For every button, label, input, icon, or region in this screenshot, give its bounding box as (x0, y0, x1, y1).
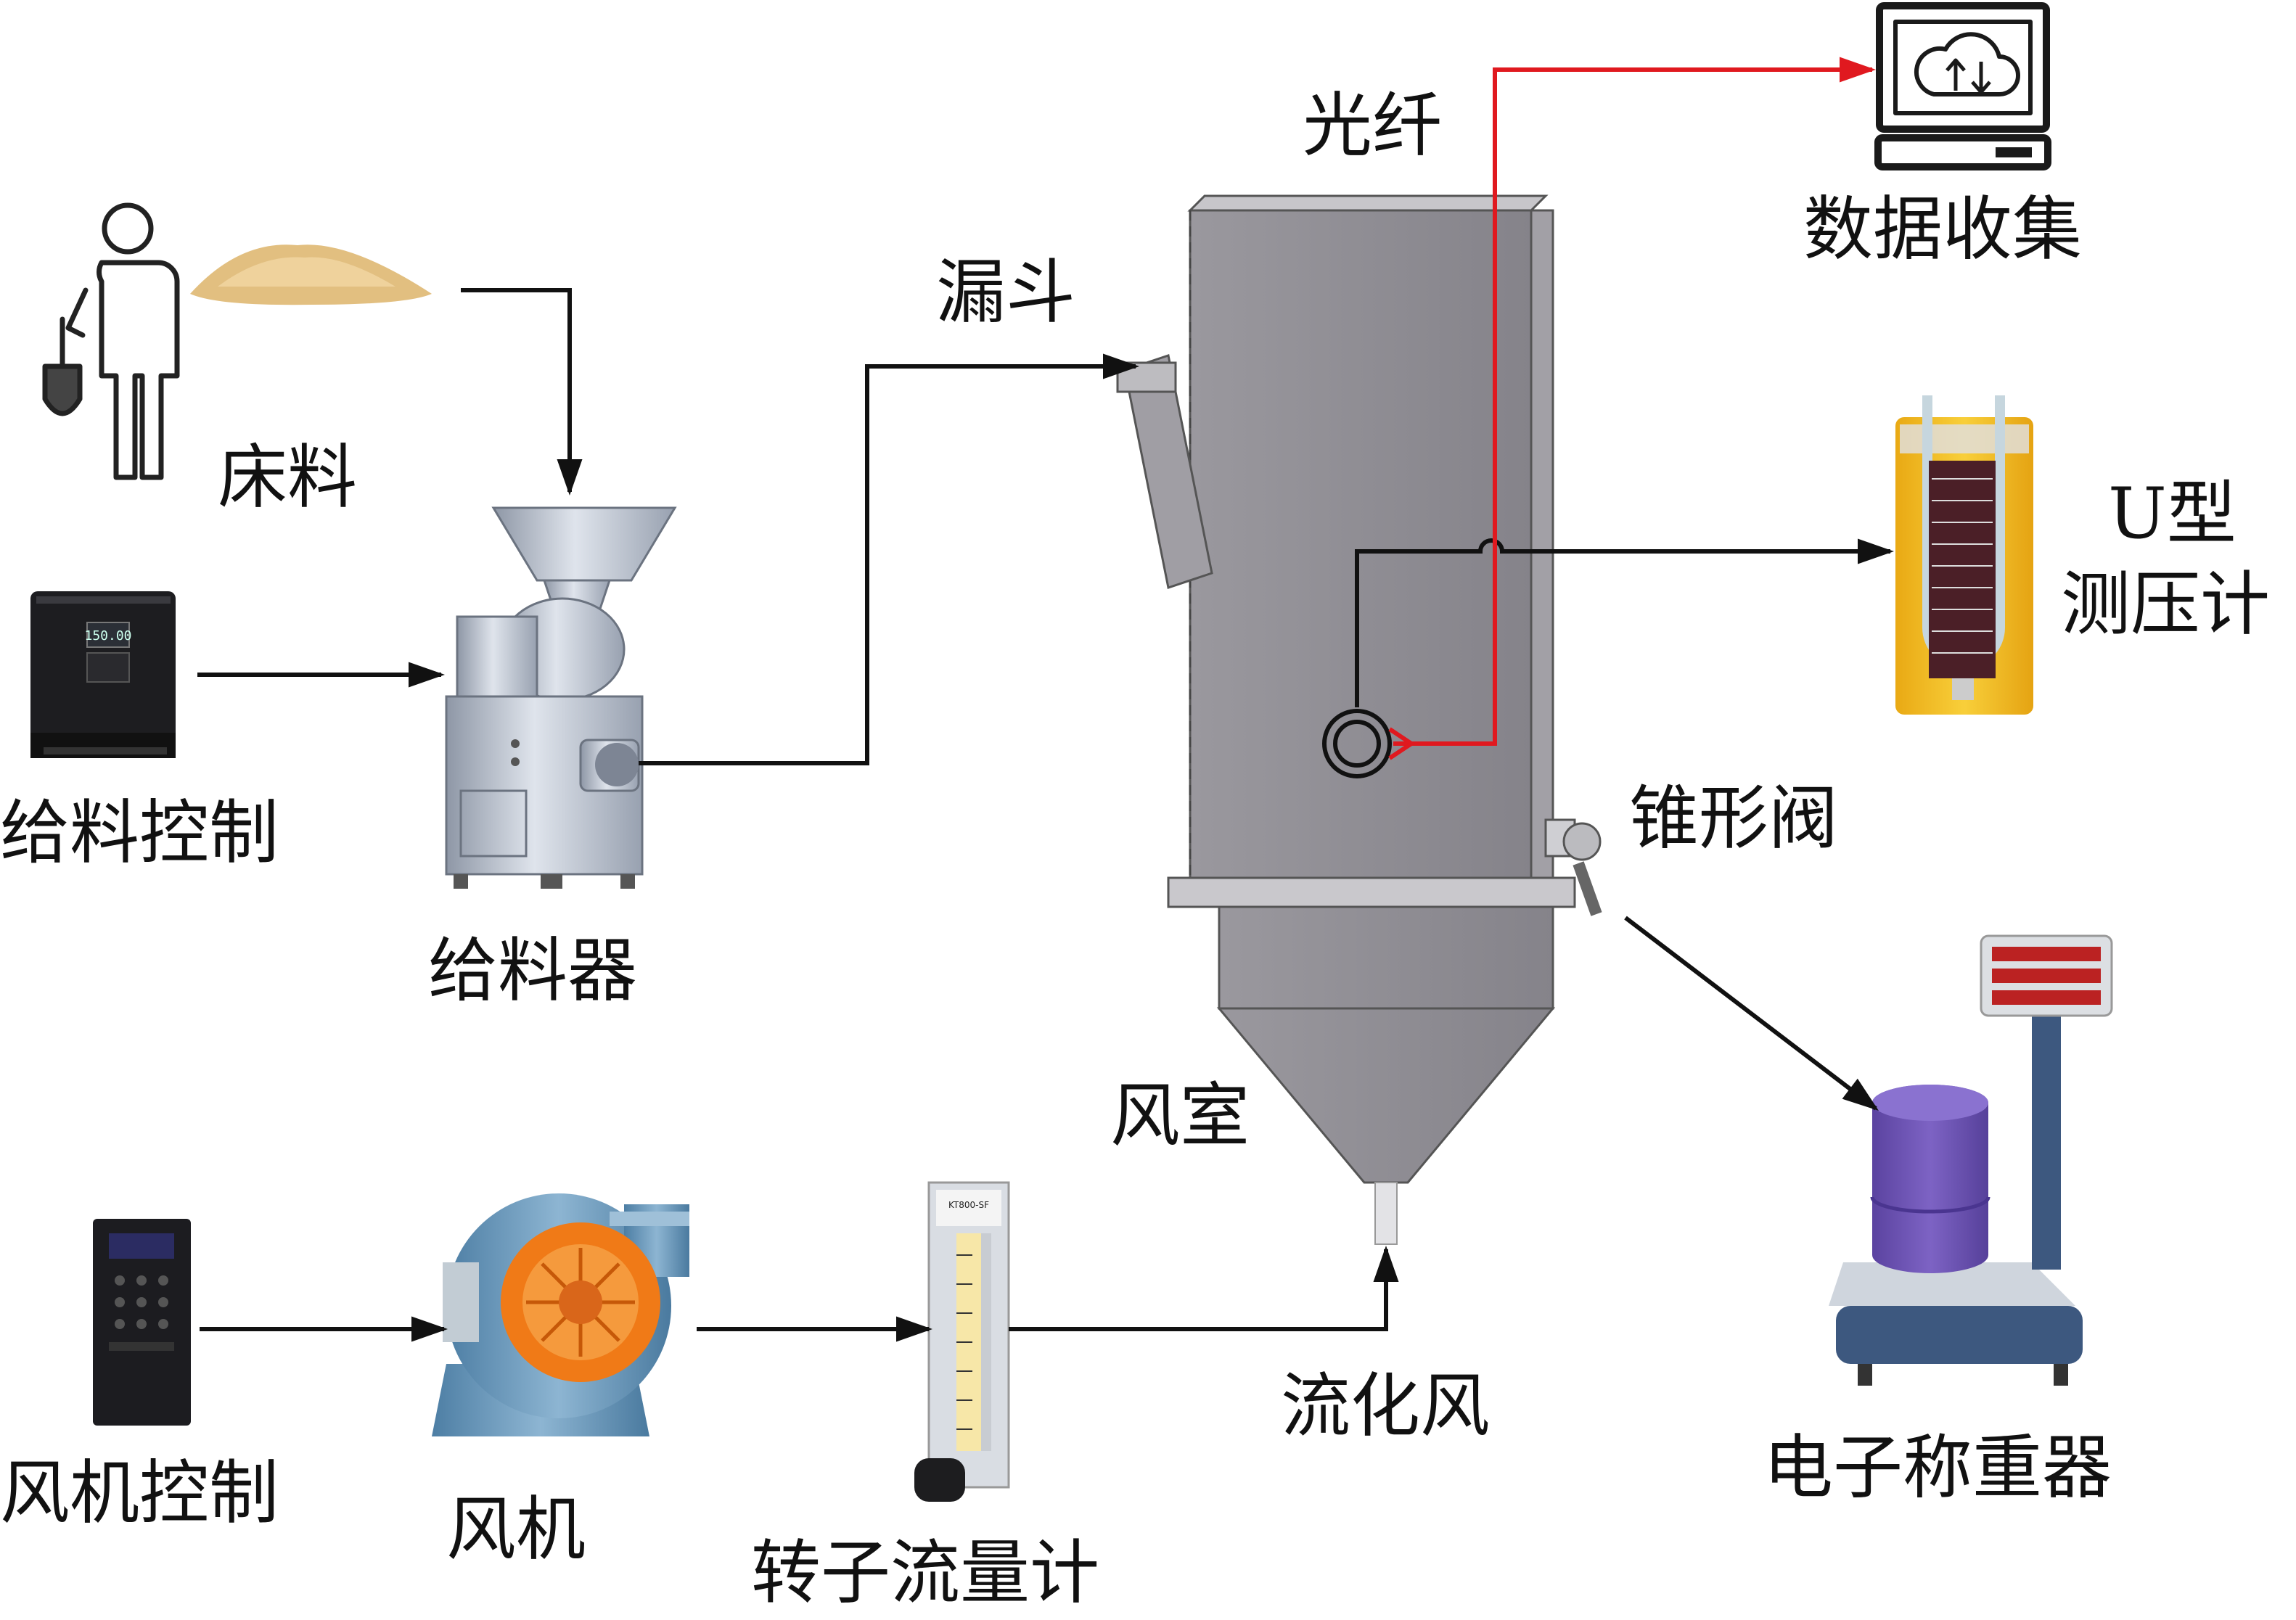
fluidized-bed-reactor-icon (1116, 194, 1602, 1245)
sand-pile-icon (190, 244, 432, 305)
computer-cloud-icon (1874, 2, 2051, 170)
u-manometer-label-line2: 测压计 (2061, 564, 2270, 645)
fluidizing-air-label: 流化风 (1281, 1365, 1490, 1447)
fan-control-label: 风机控制 (0, 1452, 279, 1534)
data-collection-label: 数据收集 (1803, 189, 2082, 270)
wind-chamber-label: 风室 (1110, 1075, 1250, 1156)
fan-label: 风机 (446, 1489, 586, 1570)
optical-fiber-label: 光纤 (1303, 85, 1442, 166)
rotameter-tag: KT800-SF (948, 1200, 989, 1210)
bed-material-label: 床料 (218, 437, 357, 518)
funnel-label: 漏斗 (936, 252, 1075, 333)
blower-fan-icon (432, 1193, 689, 1436)
inverter-display: 150.00 (84, 628, 131, 644)
platform-scale-icon (1829, 934, 2113, 1386)
feed-control-label: 给料控制 (0, 792, 279, 873)
rotameter-icon: KT800-SF (914, 1181, 1010, 1502)
rotameter-label: 转子流量计 (751, 1532, 1099, 1613)
connector-lines (197, 288, 1894, 1342)
fan-inverter-icon (93, 1219, 191, 1426)
optical-fiber-line (1393, 57, 1876, 746)
inverter-icon: 150.00 (30, 591, 176, 758)
electronic-scale-label: 电子称重器 (1763, 1427, 2112, 1508)
u-manometer-icon (1895, 395, 2033, 715)
feeder-label: 给料器 (428, 930, 637, 1011)
feeder-machine-icon (445, 506, 677, 889)
person-with-shovel-icon (42, 202, 180, 480)
cone-valve-label: 锥形阀 (1629, 778, 1838, 859)
u-manometer-label-line1: U型 (2108, 473, 2236, 554)
